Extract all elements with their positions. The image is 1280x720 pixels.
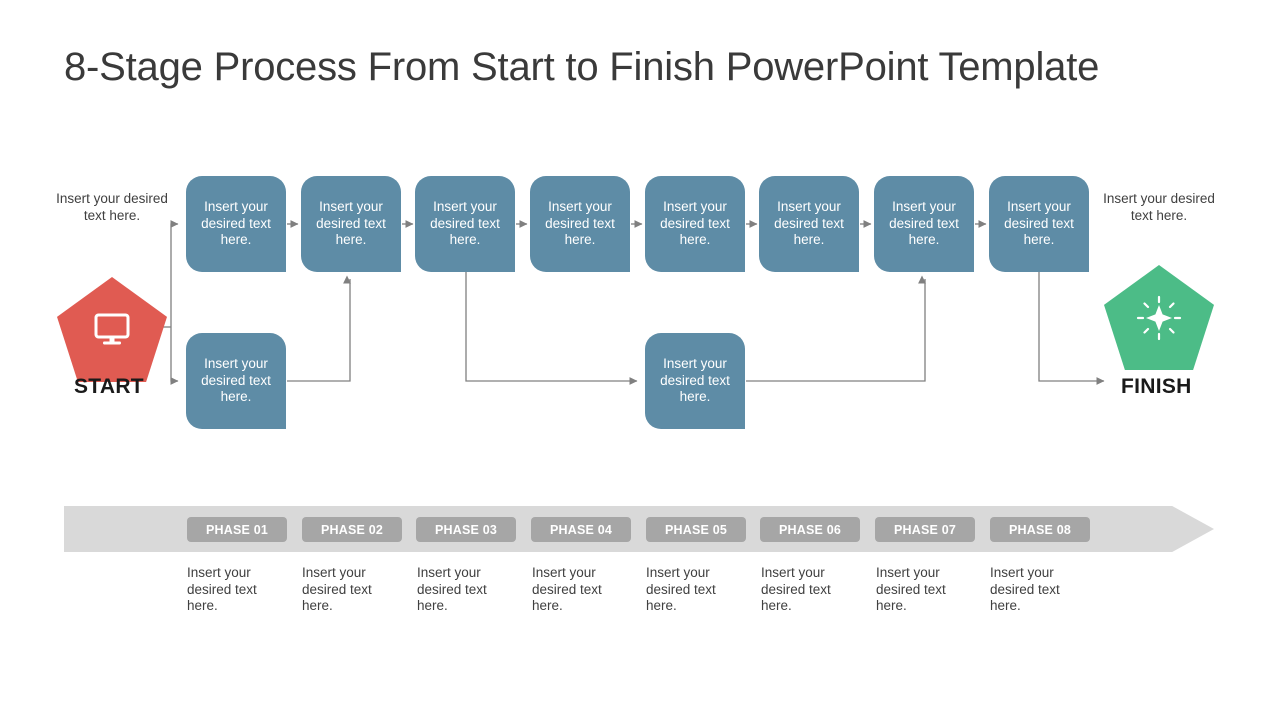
process-box-lower-a[interactable]: Insert your desired text here. <box>186 333 286 429</box>
phase-caption-6: Insert your desired text here. <box>761 565 831 613</box>
process-box-5-text: Insert your desired text here. <box>660 199 730 248</box>
phase-pill-6-label: PHASE 06 <box>778 522 842 537</box>
phase-caption-4: Insert your desired text here. <box>532 565 602 613</box>
process-box-5[interactable]: Insert your desired text here. <box>645 176 745 272</box>
phase-caption-8: Insert your desired text here. <box>990 565 1060 613</box>
process-box-lower-a-text: Insert your desired text here. <box>201 356 271 405</box>
process-box-4[interactable]: Insert your desired text here. <box>530 176 630 272</box>
phase-timeline-bar: PHASE 01 PHASE 02 PHASE 03 PHASE 04 PHAS… <box>64 506 1214 552</box>
start-label: START <box>74 375 144 398</box>
sparkle-icon <box>1104 295 1214 341</box>
phase-pill-4-label: PHASE 04 <box>549 522 613 537</box>
phase-pill-8[interactable]: PHASE 08 <box>990 517 1090 542</box>
phase-caption-7: Insert your desired text here. <box>876 565 946 613</box>
process-box-6[interactable]: Insert your desired text here. <box>759 176 859 272</box>
phase-pill-6[interactable]: PHASE 06 <box>760 517 860 542</box>
phase-pill-5[interactable]: PHASE 05 <box>646 517 746 542</box>
monitor-icon <box>57 311 167 349</box>
connector-start-to-lowerA <box>170 327 179 385</box>
connector-lowerB-to-box7 <box>746 275 926 382</box>
process-box-lower-b[interactable]: Insert your desired text here. <box>645 333 745 429</box>
phase-pill-8-label: PHASE 08 <box>1008 522 1072 537</box>
process-box-3[interactable]: Insert your desired text here. <box>415 176 515 272</box>
phase-pill-4[interactable]: PHASE 04 <box>531 517 631 542</box>
process-box-3-text: Insert your desired text here. <box>430 199 500 248</box>
phase-pill-7-label: PHASE 07 <box>893 522 957 537</box>
process-box-4-text: Insert your desired text here. <box>545 199 615 248</box>
process-box-6-text: Insert your desired text here. <box>774 199 844 248</box>
process-box-8[interactable]: Insert your desired text here. <box>989 176 1089 272</box>
connector-box8-to-finish <box>1038 271 1105 385</box>
phase-pill-5-label: PHASE 05 <box>664 522 728 537</box>
phase-pill-3[interactable]: PHASE 03 <box>416 517 516 542</box>
phase-caption-2: Insert your desired text here. <box>302 565 372 613</box>
phase-pill-2[interactable]: PHASE 02 <box>302 517 402 542</box>
process-box-8-text: Insert your desired text here. <box>1004 199 1074 248</box>
process-box-1[interactable]: Insert your desired text here. <box>186 176 286 272</box>
phase-caption-3: Insert your desired text here. <box>417 565 487 613</box>
phase-pill-7[interactable]: PHASE 07 <box>875 517 975 542</box>
process-box-7-text: Insert your desired text here. <box>889 199 959 248</box>
connector-box4-to-lowerB <box>465 271 638 385</box>
connector-start-to-box1 <box>170 220 179 327</box>
process-box-2-text: Insert your desired text here. <box>316 199 386 248</box>
phase-pill-1-label: PHASE 01 <box>205 522 269 537</box>
finish-pentagon[interactable] <box>1104 265 1214 370</box>
finish-label: FINISH <box>1121 375 1192 398</box>
phase-pill-3-label: PHASE 03 <box>434 522 498 537</box>
page-title: 8-Stage Process From Start to Finish Pow… <box>64 45 1100 89</box>
start-pentagon[interactable] <box>57 277 167 382</box>
phase-caption-1: Insert your desired text here. <box>187 565 257 613</box>
process-box-lower-b-text: Insert your desired text here. <box>660 356 730 405</box>
connector-lowerA-to-box3 <box>287 275 351 382</box>
process-box-2[interactable]: Insert your desired text here. <box>301 176 401 272</box>
phase-caption-5: Insert your desired text here. <box>646 565 716 613</box>
start-caption: Insert your desired text here. <box>56 191 168 223</box>
phase-pill-2-label: PHASE 02 <box>320 522 384 537</box>
phase-pill-1[interactable]: PHASE 01 <box>187 517 287 542</box>
process-box-1-text: Insert your desired text here. <box>201 199 271 248</box>
finish-caption: Insert your desired text here. <box>1103 191 1215 223</box>
process-box-7[interactable]: Insert your desired text here. <box>874 176 974 272</box>
